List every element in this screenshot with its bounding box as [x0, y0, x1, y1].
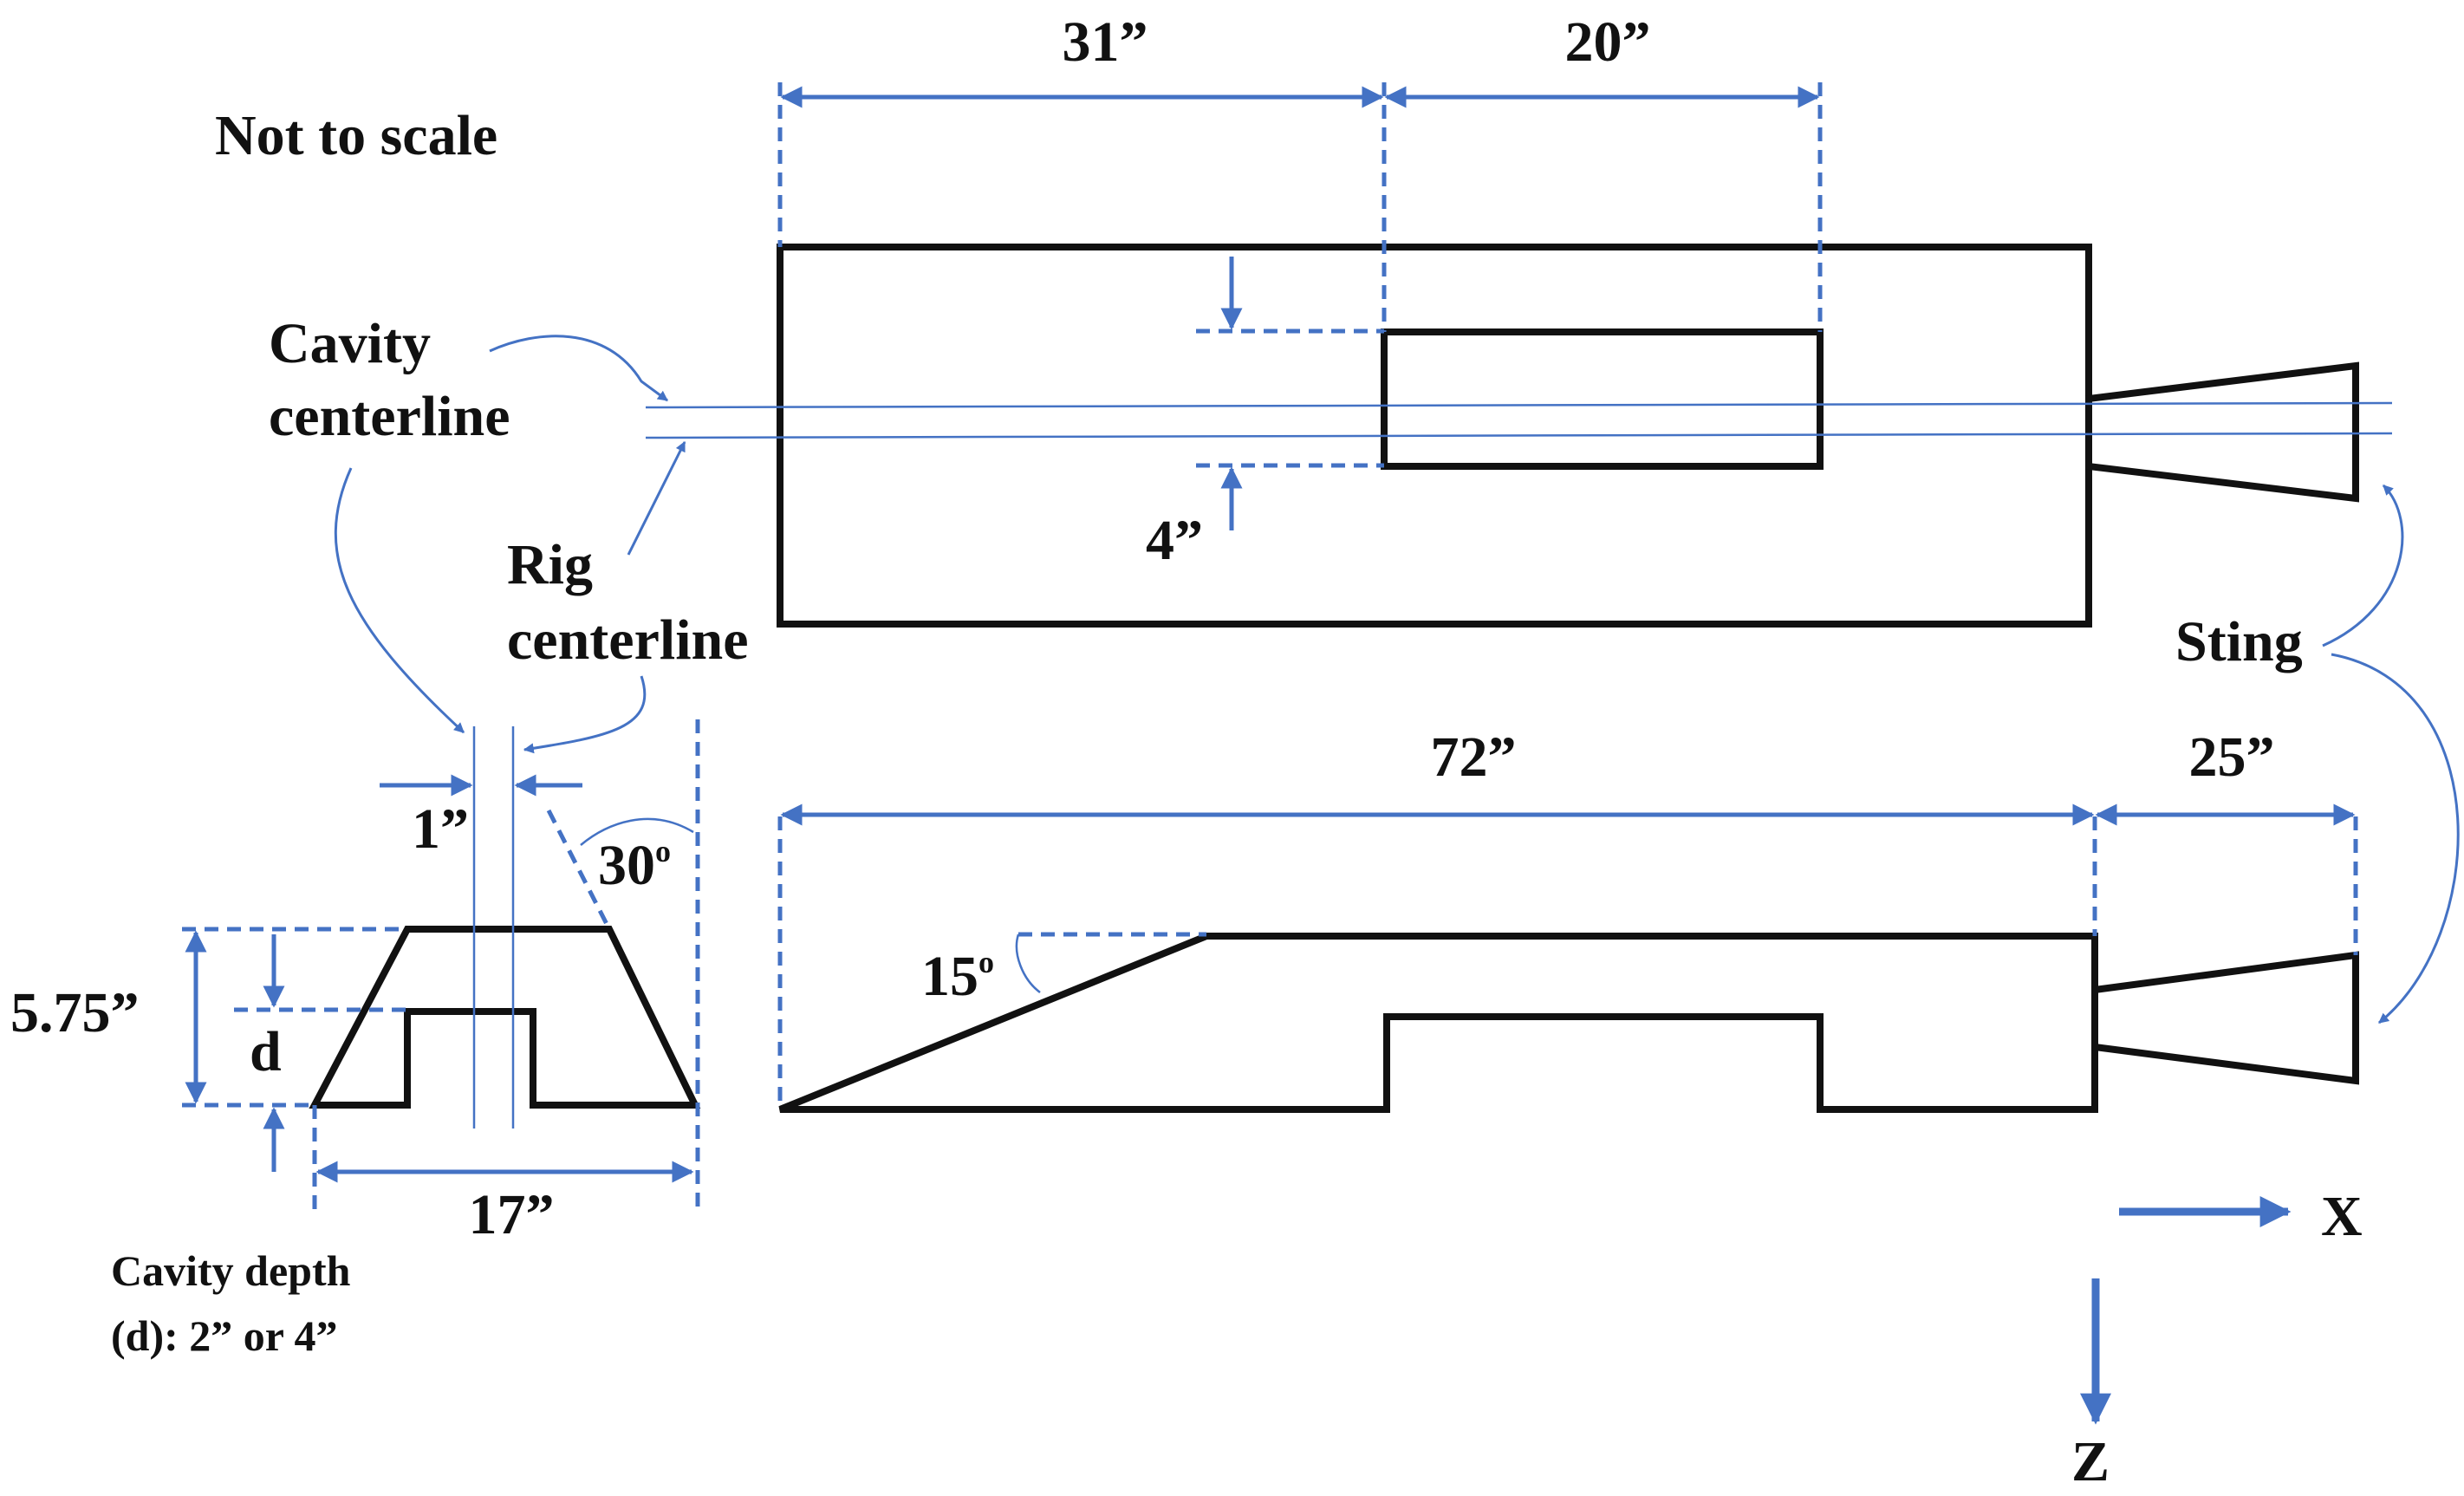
dim-15: 15o — [921, 945, 994, 1008]
scale-note: Not to scale — [215, 104, 497, 167]
dim-4: 4” — [1146, 509, 1203, 572]
dim-30-degree: o — [655, 834, 671, 868]
side-view-body — [778, 933, 2098, 1113]
dim-height: 5.75” — [10, 981, 140, 1044]
cavity-depth-label-1: Cavity depth — [111, 1246, 351, 1295]
axis-x-label: X — [2321, 1185, 2363, 1248]
cavity-centerline-leader — [334, 467, 465, 734]
coordinate-axes — [2080, 1196, 2292, 1425]
rig-centerline-label-1: Rig — [507, 533, 593, 596]
cross-section-outline — [309, 926, 701, 1109]
dim-17: 17” — [469, 1183, 555, 1246]
rig-centerline-leader — [523, 675, 647, 754]
dim-25: 25” — [2189, 725, 2275, 789]
cavity-centerline-label-1: Cavity — [269, 312, 431, 375]
cavity-centerline-label-2: centerline — [269, 385, 510, 448]
axis-z-label: Z — [2071, 1430, 2110, 1493]
dim-30: 30o — [598, 834, 671, 897]
dim-1: 1” — [412, 797, 469, 861]
top-view-sting — [2085, 361, 2359, 503]
sting-callout-bottom — [2331, 653, 2460, 1024]
side-view — [777, 803, 2359, 1113]
top-view — [645, 82, 2393, 628]
cross-section — [182, 719, 701, 1213]
sting-label: Sting — [2175, 610, 2303, 673]
dim-31: 31” — [1063, 10, 1148, 74]
cavity-depth-label-2: (d): 2” or 4” — [111, 1311, 338, 1360]
dim-30-value: 30 — [598, 834, 655, 897]
cavity-centerline-callout — [489, 335, 668, 402]
rig-centerline-label-2: centerline — [507, 608, 749, 672]
side-view-sting — [2091, 951, 2359, 1085]
rig-centerline-callout — [627, 440, 686, 556]
cavity-centerline — [645, 401, 2393, 409]
rig-centerline — [645, 432, 2393, 439]
dim-20: 20” — [1565, 10, 1651, 74]
dim-15-degree: o — [978, 945, 994, 979]
dim-15-value: 15 — [921, 945, 978, 1008]
dim-72: 72” — [1431, 725, 1517, 789]
sting-callout-top — [2322, 484, 2404, 647]
label-d: d — [250, 1020, 282, 1083]
top-view-cavity — [1381, 328, 1824, 470]
